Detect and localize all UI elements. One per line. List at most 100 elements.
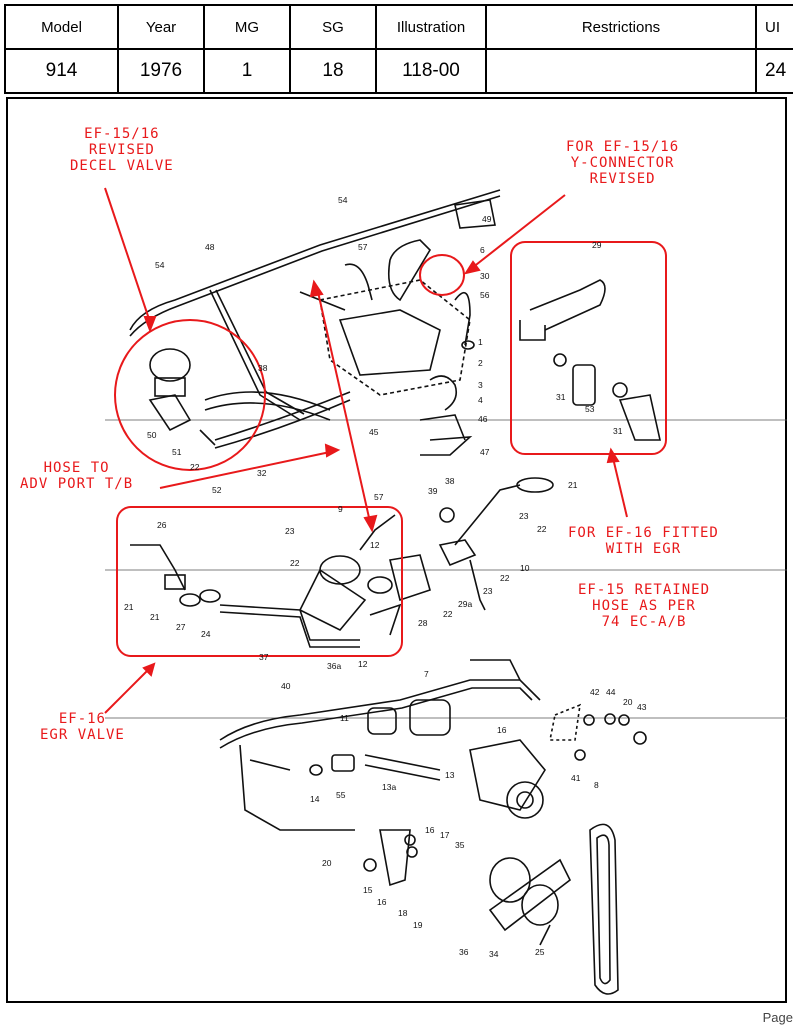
part-number-label: 15	[363, 885, 373, 895]
part-number-label: 4	[478, 395, 483, 405]
part-number-label: 39	[428, 486, 438, 496]
part-number-label: 36a	[327, 661, 341, 671]
val-model: 914	[4, 48, 119, 94]
part-number-label: 13a	[382, 782, 396, 792]
part-number-label: 16	[377, 897, 387, 907]
part-number-label: 20	[322, 858, 332, 868]
part-number-label: 14	[310, 794, 320, 804]
part-number-label: 30	[480, 271, 490, 281]
part-number-label: 50	[147, 430, 157, 440]
part-number-label: 52	[212, 485, 222, 495]
part-number-label: 21	[568, 480, 578, 490]
part-number-label: 43	[637, 702, 647, 712]
part-number-label: 16	[497, 725, 507, 735]
part-number-label: 21	[150, 612, 160, 622]
part-number-label: 12	[370, 540, 380, 550]
header-row: Model Year MG SG Illustration Restrictio…	[4, 4, 793, 50]
part-number-label: 35	[455, 840, 465, 850]
header-table: Model Year MG SG Illustration Restrictio…	[4, 4, 793, 94]
part-number-label: 49	[482, 214, 492, 224]
col-illustration: Illustration	[375, 4, 487, 50]
part-number-label: 12	[358, 659, 368, 669]
part-number-label: 57	[358, 242, 368, 252]
part-number-label: 19	[413, 920, 423, 930]
part-number-label: 11	[340, 713, 349, 723]
part-number-label: 36	[459, 947, 469, 957]
part-number-label: 51	[172, 447, 182, 457]
part-number-label: 17	[440, 830, 450, 840]
part-number-label: 56	[480, 290, 490, 300]
part-number-label: 54	[338, 195, 348, 205]
part-number-label: 13	[445, 770, 455, 780]
val-ui: 24	[755, 48, 793, 94]
part-number-label: 10	[520, 563, 530, 573]
page-footer: Page	[762, 1010, 793, 1025]
part-number-label: 54	[155, 260, 165, 270]
part-number-label: 40	[281, 681, 291, 691]
val-restrictions	[485, 48, 757, 94]
part-number-label: 29	[592, 240, 602, 250]
part-number-label: 23	[519, 511, 529, 521]
part-number-label: 22	[190, 462, 200, 472]
part-number-label: 20	[623, 697, 633, 707]
part-number-label: 22	[290, 558, 300, 568]
col-ui: UI	[755, 4, 793, 50]
part-number-label: 38	[258, 363, 268, 373]
part-number-label: 22	[500, 573, 510, 583]
part-number-label: 26	[157, 520, 167, 530]
part-number-label: 18	[398, 908, 408, 918]
part-number-label: 44	[606, 687, 616, 697]
part-number-label: 46	[478, 414, 488, 424]
diagram-frame	[6, 97, 787, 1003]
col-mg: MG	[203, 4, 291, 50]
part-number-label: 23	[285, 526, 295, 536]
col-year: Year	[117, 4, 205, 50]
col-model: Model	[4, 4, 119, 50]
val-year: 1976	[117, 48, 205, 94]
part-number-label: 53	[585, 404, 595, 414]
part-number-label: 7	[424, 669, 429, 679]
part-number-label: 38	[445, 476, 455, 486]
part-number-label: 37	[259, 652, 269, 662]
val-sg: 18	[289, 48, 377, 94]
part-number-label: 22	[443, 609, 453, 619]
col-restrictions: Restrictions	[485, 4, 757, 50]
part-number-label: 25	[535, 947, 545, 957]
part-number-label: 32	[257, 468, 267, 478]
part-number-label: 29a	[458, 599, 472, 609]
part-number-label: 55	[336, 790, 346, 800]
part-number-label: 42	[590, 687, 600, 697]
part-number-label: 1	[478, 337, 483, 347]
part-number-label: 47	[480, 447, 490, 457]
part-number-label: 57	[374, 492, 384, 502]
val-illustration: 118-00	[375, 48, 487, 94]
part-number-label: 2	[478, 358, 483, 368]
part-number-label: 9	[338, 504, 343, 514]
part-number-label: 41	[571, 773, 581, 783]
part-number-label: 22	[537, 524, 547, 534]
value-row: 914 1976 1 18 118-00 24	[4, 48, 793, 94]
col-sg: SG	[289, 4, 377, 50]
part-number-label: 24	[201, 629, 211, 639]
part-number-label: 21	[124, 602, 134, 612]
part-number-label: 28	[418, 618, 428, 628]
part-number-label: 31	[556, 392, 566, 402]
part-number-label: 3	[478, 380, 483, 390]
part-number-label: 31	[613, 426, 623, 436]
part-number-label: 27	[176, 622, 186, 632]
part-number-label: 45	[369, 427, 379, 437]
part-number-label: 34	[489, 949, 499, 959]
part-number-label: 23	[483, 586, 493, 596]
parts-illustration	[129, 189, 661, 995]
part-number-label: 16	[425, 825, 435, 835]
part-number-label: 6	[480, 245, 485, 255]
part-number-label: 48	[205, 242, 215, 252]
